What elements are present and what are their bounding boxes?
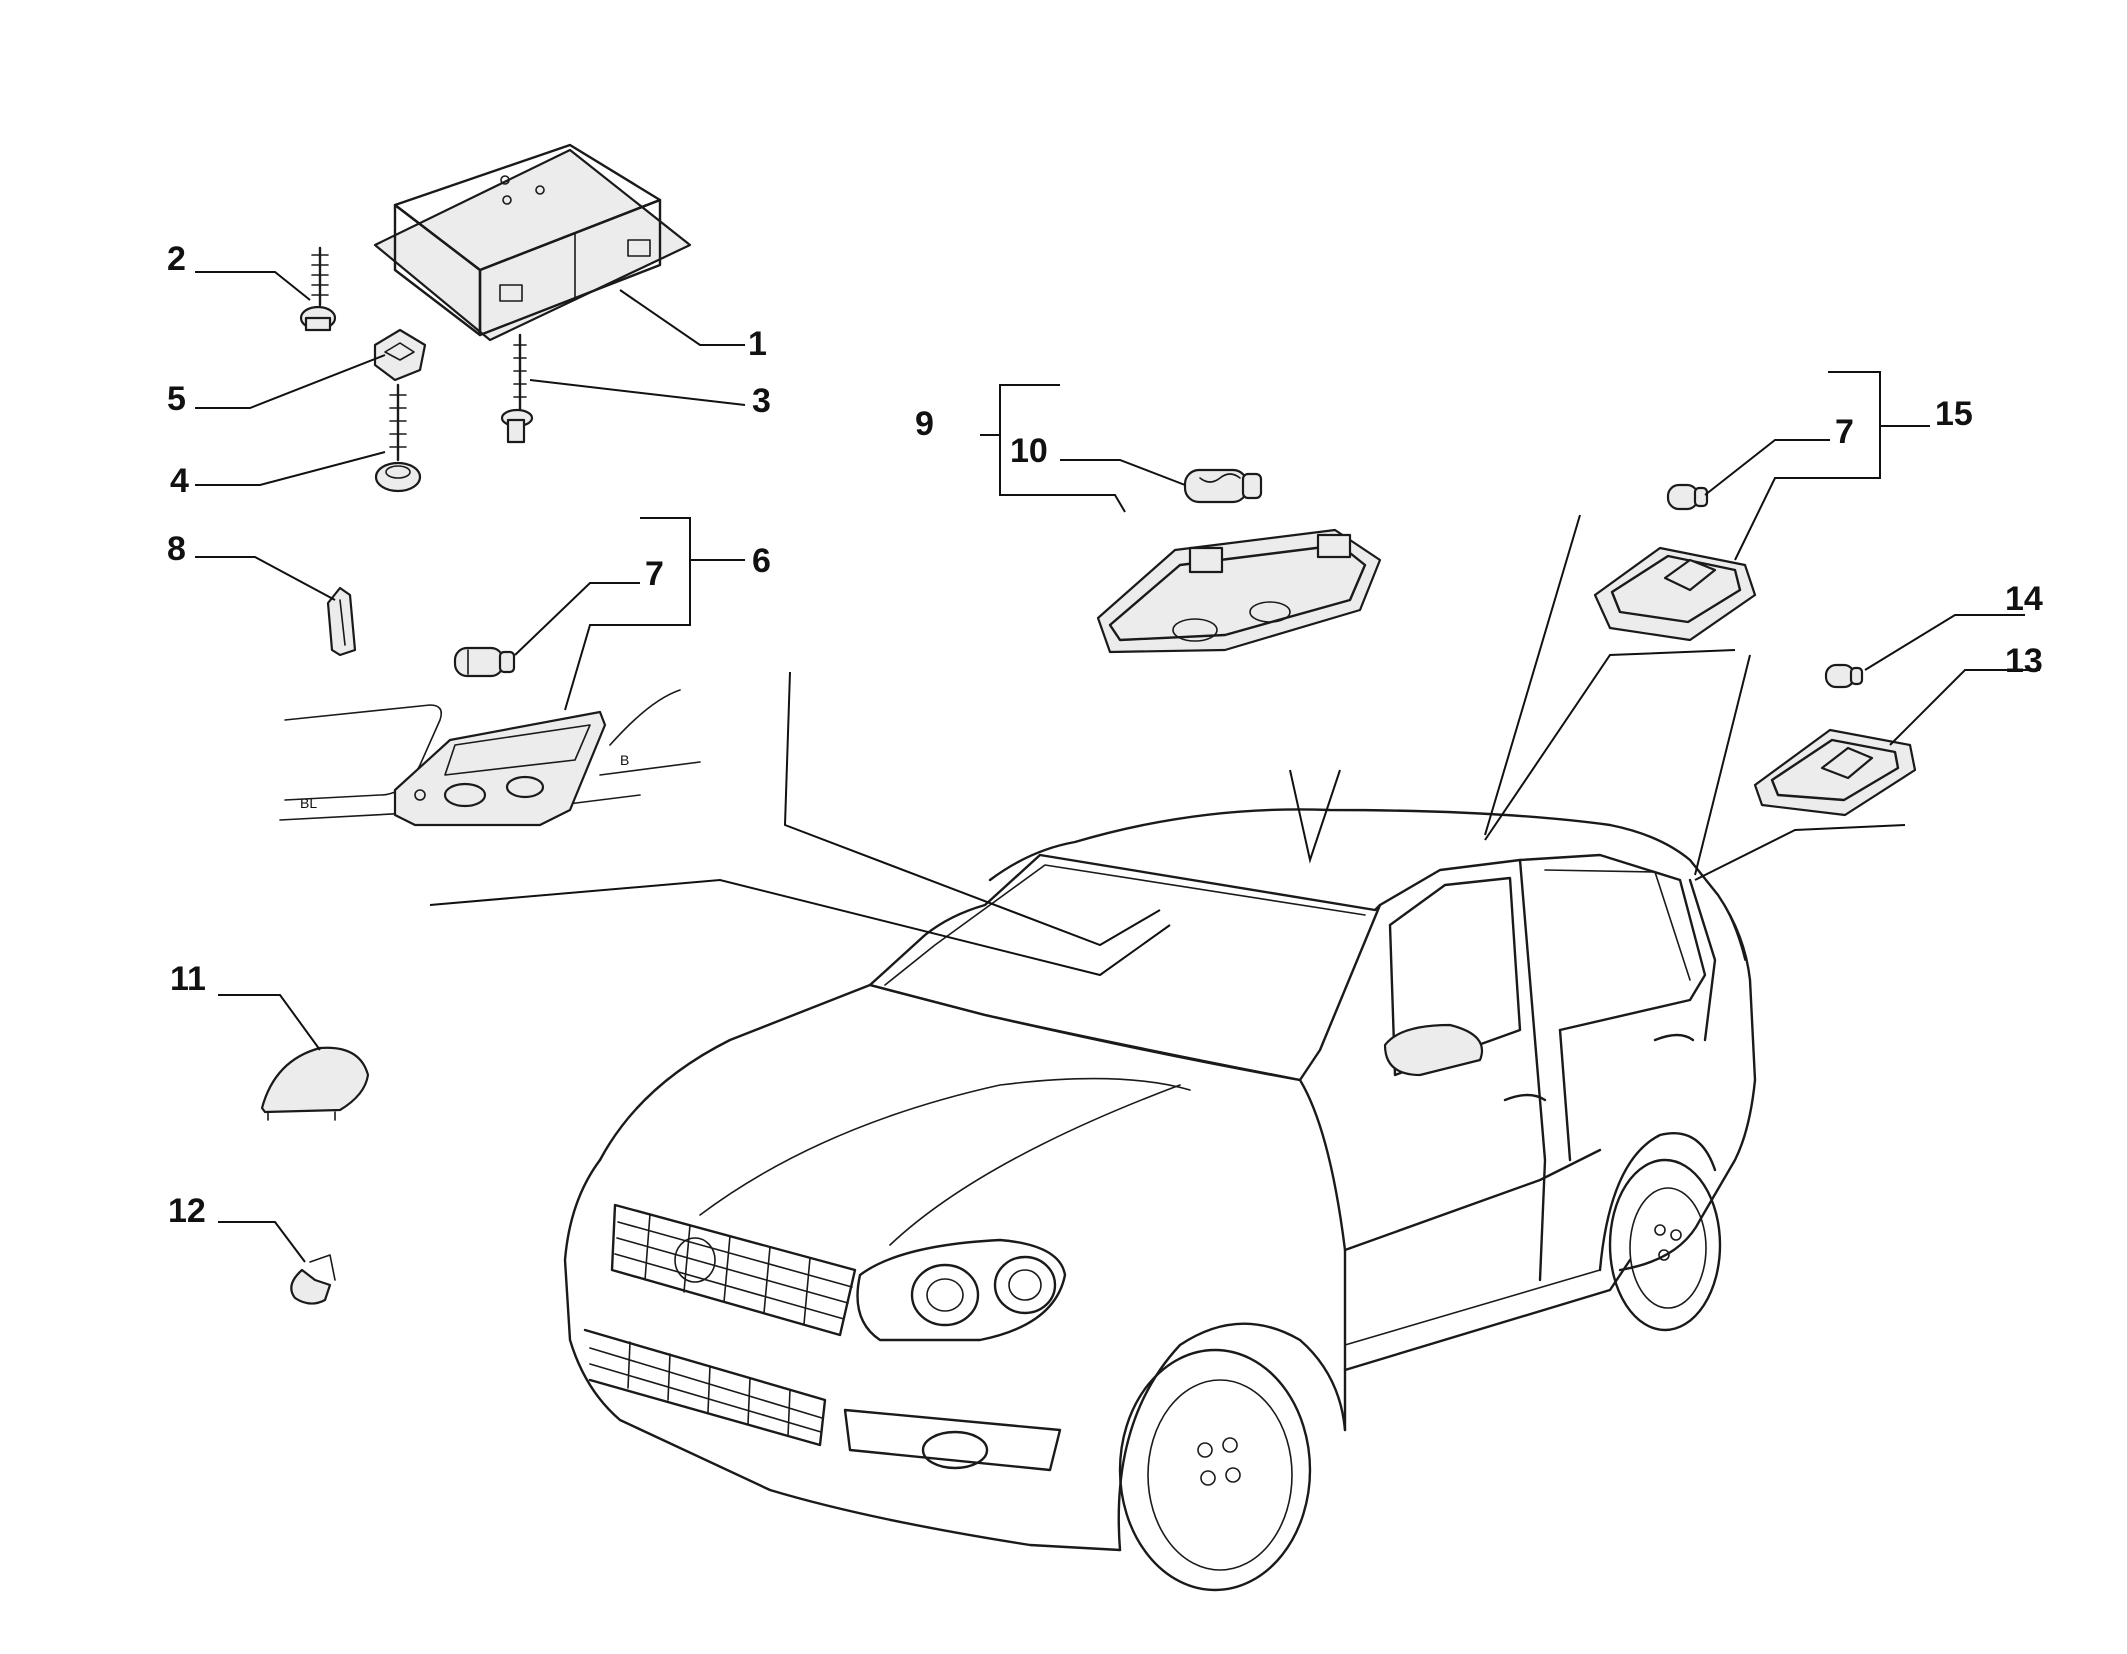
part-clip-12: [290, 1254, 336, 1305]
callout-6: 6: [752, 542, 771, 580]
callout-9: 9: [915, 405, 934, 443]
part-housing-box: [373, 143, 692, 342]
callout-2: 2: [167, 240, 186, 278]
part-rear-lamp-15: [1593, 546, 1757, 642]
part-screw-3: [500, 333, 534, 444]
part-bolt-4: [374, 383, 422, 493]
callout-7-left: 7: [645, 555, 664, 593]
part-bulb-14: [1824, 663, 1864, 689]
callout-14: 14: [2005, 580, 2043, 618]
part-screw-2: [299, 246, 337, 332]
callout-5: 5: [167, 380, 186, 418]
callout-15: 15: [1935, 395, 1973, 433]
part-clip-5: [373, 328, 427, 382]
callout-11: 11: [170, 960, 206, 998]
part-overhead-lamp-9: [1096, 528, 1382, 654]
intake-mesh: [589, 1341, 823, 1437]
callout-4: 4: [170, 462, 189, 500]
leader-lines: [195, 271, 2040, 1263]
part-lamp-13: [1753, 728, 1917, 817]
part-bulb-7-right: [1666, 483, 1709, 511]
callout-1: 1: [748, 325, 767, 363]
car-illustration: [563, 808, 1757, 1592]
part-bulb-10: [1183, 468, 1263, 504]
callout-7-right: 7: [1835, 413, 1854, 451]
callout-13: 13: [2005, 642, 2043, 680]
svg-text:BL: BL: [300, 795, 317, 811]
part-bulb-7-left: [453, 646, 516, 678]
callout-12: 12: [168, 1192, 206, 1230]
callout-10: 10: [1010, 432, 1048, 470]
callout-labels: 1 2 3 4 5 6 7 7 8 9 10 11 12 13 14 15: [167, 240, 2043, 1230]
part-bulb-8: [326, 586, 357, 657]
part-headliner-lamp-6: BL B: [279, 689, 701, 827]
part-cover-11: [260, 1046, 370, 1121]
grille-mesh: [614, 1213, 853, 1325]
callout-3: 3: [752, 382, 771, 420]
svg-text:B: B: [620, 752, 629, 768]
callout-8: 8: [167, 530, 186, 568]
